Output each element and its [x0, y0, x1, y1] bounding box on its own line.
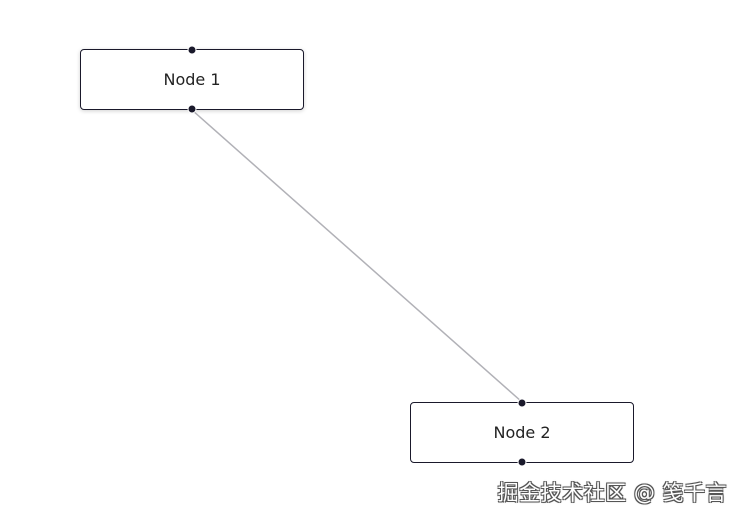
- watermark: 掘金技术社区 @ 笺千言: [497, 481, 727, 505]
- node-2-source-handle[interactable]: [517, 457, 527, 467]
- node-1-target-handle[interactable]: [187, 45, 197, 55]
- edge-node-1-to-node-2[interactable]: [191, 109, 523, 403]
- node-1-source-handle[interactable]: [187, 104, 197, 114]
- node-1-label: Node 1: [163, 70, 221, 89]
- node-2-target-handle[interactable]: [517, 398, 527, 408]
- node-1[interactable]: Node 1: [80, 45, 304, 114]
- node-2-label: Node 2: [493, 423, 551, 442]
- node-2[interactable]: Node 2: [410, 398, 634, 467]
